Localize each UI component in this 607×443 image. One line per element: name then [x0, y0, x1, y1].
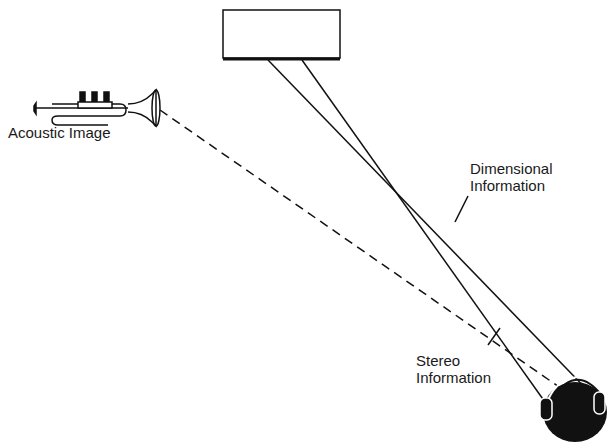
sound-path: [268, 60, 595, 398]
speaker-base: [223, 58, 340, 61]
image-label: Acoustic Image: [8, 124, 111, 141]
path-label: Stereo Information: [416, 352, 491, 386]
listener-head: [540, 377, 607, 442]
leader-line: [488, 328, 500, 345]
trumpet: [34, 90, 160, 126]
image-direction: [160, 110, 575, 398]
speaker-box: [223, 10, 340, 58]
leader-line: [455, 196, 468, 222]
path-label: Dimensional Information: [470, 160, 553, 194]
sound-path: [302, 60, 545, 402]
